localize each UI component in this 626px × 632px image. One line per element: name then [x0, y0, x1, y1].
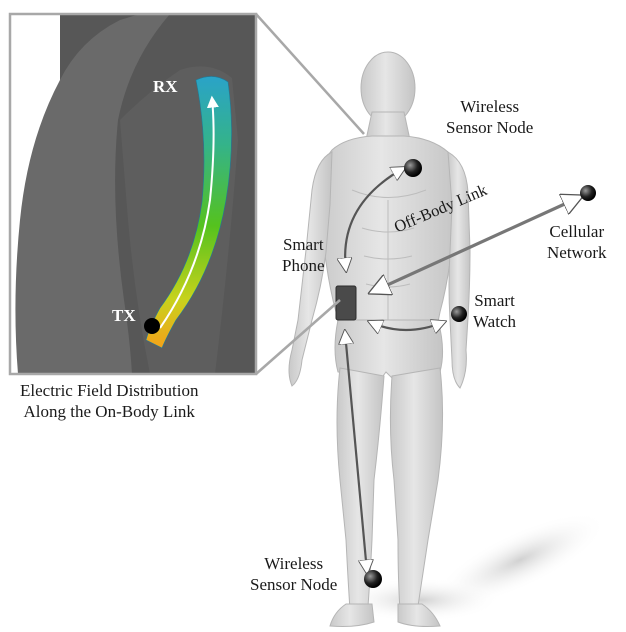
sensor-node-chest: [404, 159, 422, 177]
zoom-connector-top: [256, 14, 364, 134]
smart-phone-device: [336, 286, 356, 320]
smart-watch-node: [451, 306, 467, 322]
tx-source-icon: [144, 318, 160, 334]
inset-tx-label: TX: [112, 306, 136, 326]
cellular-network-node: [580, 185, 596, 201]
inset-rx-label: RX: [153, 77, 178, 97]
human-body-figure: [289, 52, 470, 627]
sensor-node-ankle: [364, 570, 382, 588]
floor-shadow: [340, 494, 618, 625]
